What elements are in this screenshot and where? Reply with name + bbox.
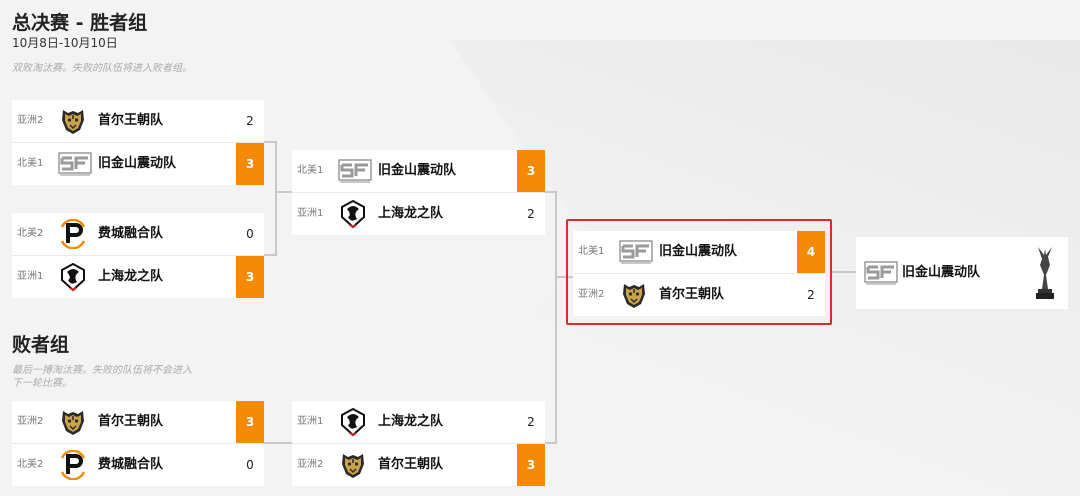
page-title: 总决赛 - 胜者组 — [12, 12, 148, 34]
team-name: 首尔王朝队 — [98, 414, 164, 429]
dragon-icon — [338, 407, 368, 437]
team-score: 2 — [527, 415, 535, 429]
team-name: 首尔王朝队 — [378, 457, 444, 472]
match-final: 北美1 旧金山震动队 4 亚洲2 首尔王朝队 2 — [573, 231, 825, 316]
team-region: 北美2 — [17, 459, 44, 470]
final-highlight-box — [566, 219, 832, 325]
team-region: 北美1 — [297, 165, 324, 176]
team-region: 亚洲2 — [578, 289, 605, 300]
team-score: 0 — [246, 227, 254, 241]
champion-team-name: 旧金山震动队 — [902, 265, 981, 280]
tiger-icon — [619, 280, 649, 310]
team-region: 亚洲2 — [17, 416, 44, 427]
trophy-icon — [1036, 247, 1054, 299]
winners-note: 双败淘汰赛。失败的队伍将进入败者组。 — [12, 63, 192, 74]
team-row[interactable]: 亚洲2 首尔王朝队 2 — [12, 100, 264, 143]
losers-title: 败者组 — [12, 334, 70, 356]
team-score: 3 — [236, 401, 264, 443]
team-score: 2 — [527, 207, 535, 221]
champion-card[interactable]: 旧金山震动队 — [856, 237, 1068, 309]
team-row[interactable]: 北美1 旧金山震动队 3 — [12, 143, 264, 185]
dragon-icon — [338, 199, 368, 229]
team-row[interactable]: 亚洲2 首尔王朝队 2 — [573, 274, 825, 316]
team-name: 上海龙之队 — [378, 414, 444, 429]
team-score: 4 — [797, 231, 825, 273]
team-score: 3 — [236, 143, 264, 185]
fusion-icon — [58, 218, 88, 250]
date-range: 10月8日-10月10日 — [12, 36, 118, 50]
team-name: 旧金山震动队 — [378, 163, 457, 178]
team-name: 费城融合队 — [98, 226, 164, 241]
match-losers-r2: 亚洲1 上海龙之队 2 亚洲2 首尔王朝队 3 — [292, 401, 545, 486]
team-row[interactable]: 北美2 费城融合队 0 — [12, 444, 264, 486]
team-name: 旧金山震动队 — [659, 244, 738, 259]
team-region: 亚洲2 — [297, 459, 324, 470]
sf-icon — [619, 237, 653, 267]
team-region: 亚洲1 — [297, 208, 324, 219]
team-name: 首尔王朝队 — [659, 287, 725, 302]
tiger-icon — [338, 450, 368, 480]
tiger-icon — [58, 106, 88, 136]
match-winners-r2: 北美1 旧金山震动队 3 亚洲1 上海龙之队 2 — [292, 150, 545, 235]
team-region: 亚洲1 — [297, 416, 324, 427]
team-name: 首尔王朝队 — [98, 113, 164, 128]
team-region: 北美1 — [17, 158, 44, 169]
team-row[interactable]: 北美1 旧金山震动队 4 — [573, 231, 825, 274]
team-row[interactable]: 亚洲1 上海龙之队 2 — [292, 193, 545, 235]
team-score: 3 — [236, 256, 264, 298]
team-row[interactable]: 北美2 费城融合队 0 — [12, 213, 264, 256]
team-region: 亚洲2 — [17, 115, 44, 126]
team-row[interactable]: 亚洲1 上海龙之队 3 — [12, 256, 264, 298]
team-score: 0 — [246, 458, 254, 472]
sf-icon — [338, 156, 372, 186]
match-losers-r1: 亚洲2 首尔王朝队 3 北美2 费城融合队 0 — [12, 401, 264, 486]
team-row[interactable]: 亚洲2 首尔王朝队 3 — [292, 444, 545, 486]
team-row[interactable]: 北美1 旧金山震动队 3 — [292, 150, 545, 193]
team-score: 2 — [807, 288, 815, 302]
team-score: 3 — [517, 444, 545, 486]
sf-icon — [58, 149, 92, 179]
match-winners-r1-b: 北美2 费城融合队 0 亚洲1 上海龙之队 3 — [12, 213, 264, 298]
tiger-icon — [58, 407, 88, 437]
team-row[interactable]: 亚洲1 上海龙之队 2 — [292, 401, 545, 444]
dragon-icon — [58, 262, 88, 292]
losers-note: 最后一搏淘汰赛。失败的队伍将不会进入下一轮比赛。 — [12, 365, 192, 389]
team-name: 旧金山震动队 — [98, 156, 177, 171]
team-name: 费城融合队 — [98, 457, 164, 472]
fusion-icon — [58, 449, 88, 481]
sf-icon — [864, 258, 898, 288]
team-name: 上海龙之队 — [98, 269, 164, 284]
team-region: 北美1 — [578, 246, 605, 257]
team-region: 北美2 — [17, 228, 44, 239]
match-winners-r1-a: 亚洲2 首尔王朝队 2 北美1 旧金山震动队 3 — [12, 100, 264, 185]
team-region: 亚洲1 — [17, 271, 44, 282]
team-score: 2 — [246, 114, 254, 128]
team-name: 上海龙之队 — [378, 206, 444, 221]
team-row[interactable]: 亚洲2 首尔王朝队 3 — [12, 401, 264, 444]
team-score: 3 — [517, 150, 545, 192]
